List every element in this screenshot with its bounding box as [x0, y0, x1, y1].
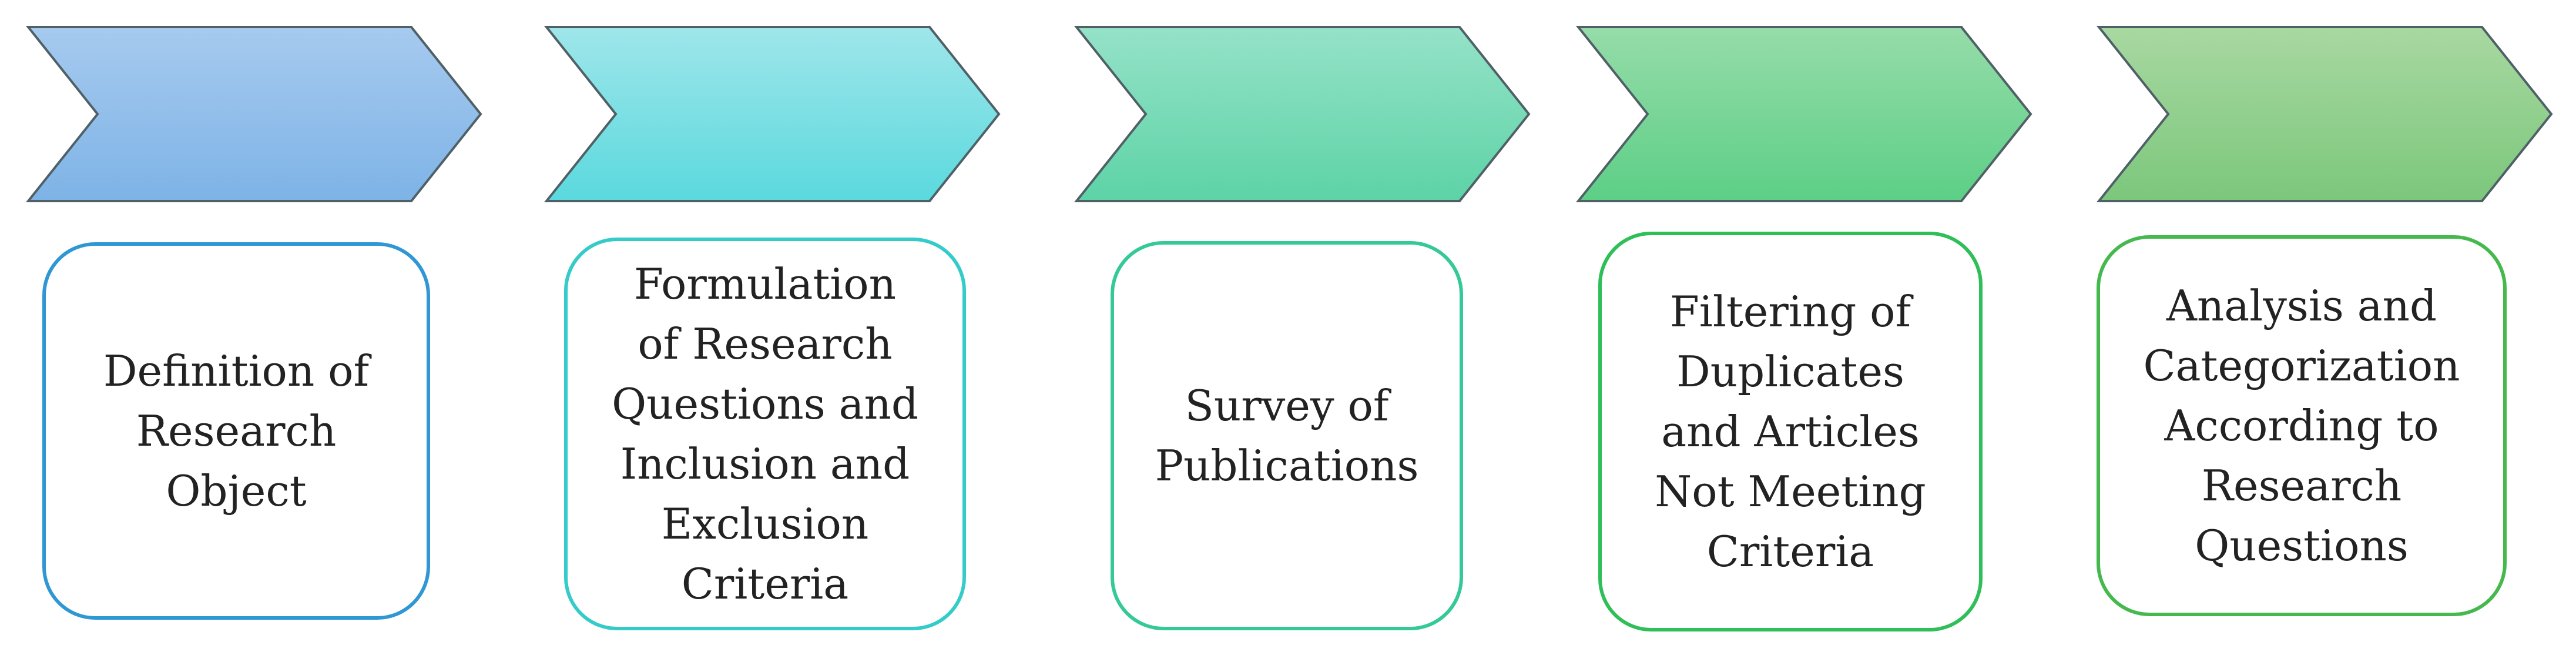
chevron-arrow-4	[1575, 26, 2032, 202]
step-box-3: Survey of Publications	[1111, 241, 1463, 630]
chevron-arrow-5	[2096, 26, 2553, 202]
step-label-1: Definition of Research Object	[103, 346, 370, 516]
step-label-4: Filtering of Duplicates and Articles Not…	[1655, 287, 1926, 576]
step-box-4: Filtering of Duplicates and Articles Not…	[1598, 232, 1983, 631]
step-label-3: Survey of Publications	[1155, 381, 1419, 490]
step-box-5: Analysis and Categorization According to…	[2097, 235, 2507, 616]
step-box-1: Definition of Research Object	[42, 242, 430, 620]
chevron-arrow-3	[1074, 26, 1531, 202]
step-label-5: Analysis and Categorization According to…	[2143, 281, 2460, 570]
chevron-arrow-1	[25, 26, 482, 202]
chevron-arrow-2	[544, 26, 1001, 202]
step-box-2: Formulation of Research Questions and In…	[564, 238, 966, 630]
step-label-2: Formulation of Research Questions and In…	[612, 259, 918, 609]
